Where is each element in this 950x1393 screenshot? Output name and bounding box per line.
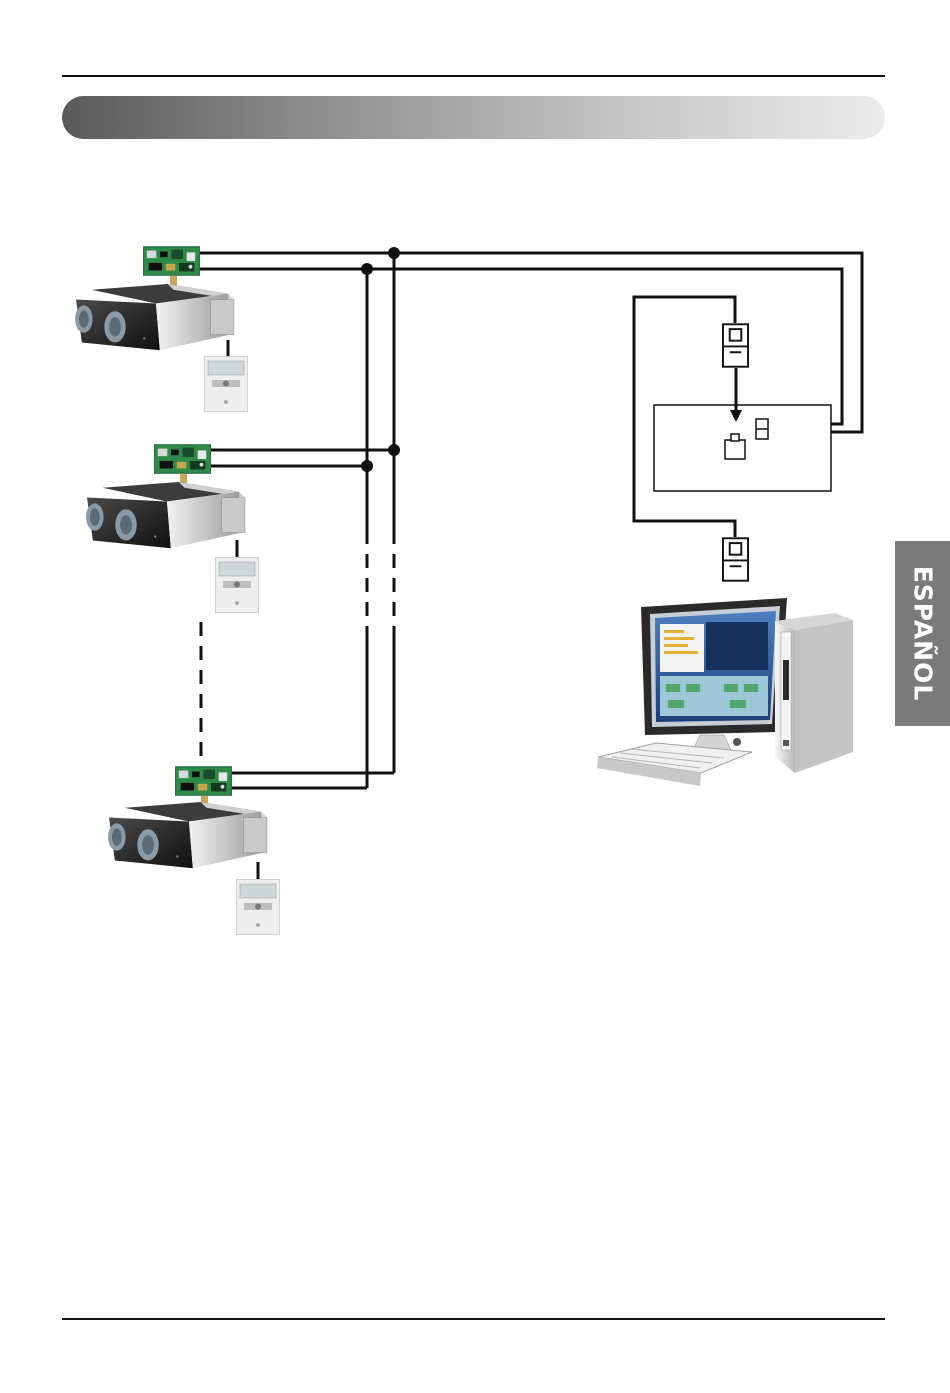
port-icon (725, 440, 745, 459)
interface-box (654, 405, 831, 491)
pcb-icon (175, 767, 232, 796)
language-tab: ESPAÑOL (895, 541, 950, 726)
ventilation-unit-icon (75, 284, 234, 350)
keyboard-icon (597, 743, 752, 786)
ventilation-unit-2 (86, 445, 259, 613)
connector-icon (723, 538, 748, 580)
computer-tower-icon (775, 613, 853, 773)
ventilation-unit-icon (108, 802, 267, 868)
pcb-icon (143, 247, 200, 276)
remote-controller-icon (215, 557, 259, 613)
remote-controller-icon (236, 879, 280, 935)
ventilation-unit-icon (86, 482, 245, 548)
ventilation-unit-3 (108, 767, 280, 935)
computer (597, 598, 853, 786)
connector-icon (723, 324, 748, 366)
computer-monitor-icon (641, 598, 787, 752)
bottom-rule (62, 1318, 885, 1320)
pcb-icon (154, 445, 211, 474)
language-tab-label: ESPAÑOL (908, 566, 937, 702)
ventilation-unit-1 (75, 247, 248, 412)
remote-controller-icon (204, 356, 248, 412)
